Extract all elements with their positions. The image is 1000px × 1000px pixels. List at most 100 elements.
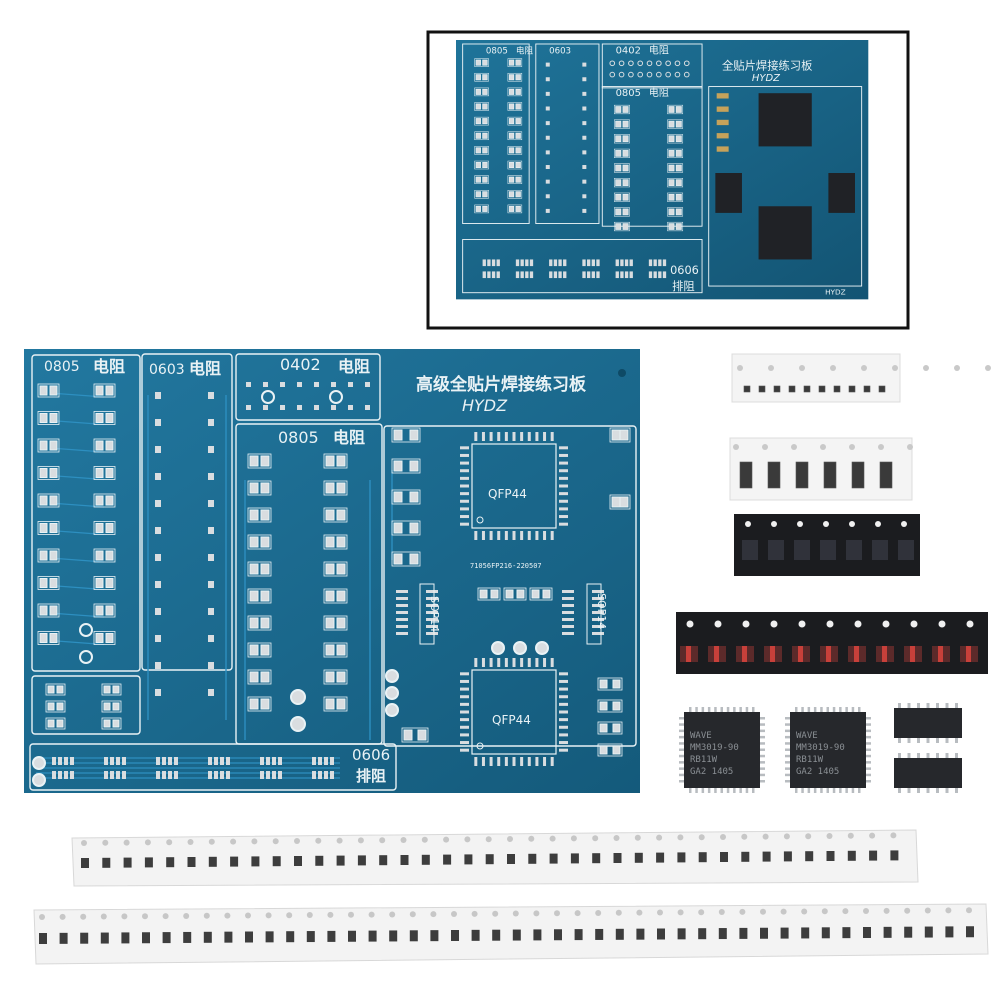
footprint-outline [667,148,684,158]
sop14-chip [894,758,962,788]
sprocket-hole [762,833,769,840]
solder-pad [460,453,469,457]
diode-band [938,646,943,662]
footprint-outline [609,494,631,510]
solder-pad [155,500,161,507]
smd-resistor [528,853,537,864]
solder-pad [675,179,682,186]
solder-pad [460,679,469,683]
solder-pad [105,550,114,561]
smd-resistor [595,928,604,940]
footprint-outline [614,192,630,202]
solder-pad [49,468,58,478]
footprint-outline [474,87,489,97]
footprint-outline [507,146,523,155]
chip-pin [760,717,765,720]
solder-pad [592,632,604,635]
sprocket-hole [507,836,513,842]
footprint-outline [37,576,60,590]
solder-pad [582,121,587,126]
smd-diode [716,146,729,152]
solder-pad [599,679,608,689]
solder-pad [426,611,438,614]
smd-resistor [512,929,521,941]
sop-right-label: SOP14 [595,593,608,629]
solder-pad [460,710,469,714]
through-hole [513,641,527,655]
solder-pad [515,162,521,169]
chip-pin [733,707,736,712]
solder-pad [246,405,251,410]
smd-resistor [554,929,562,941]
solder-pad [563,271,567,279]
footprint-outline [45,700,66,713]
solder-pad [105,605,114,616]
sop-chip [715,173,742,213]
via [637,71,644,78]
solder-pad [409,553,419,565]
solder-pad [482,118,488,125]
solder-pad [56,719,64,728]
solder-pad [559,679,568,683]
solder-pad [475,59,481,66]
sprocket-hole [966,907,972,914]
solder-pad [105,578,114,588]
sprocket-hole [615,909,622,916]
footprint-outline [614,207,630,217]
solder-pad [504,658,508,667]
sop-outline [419,583,435,645]
chip-pin [785,723,790,726]
smd-resistor [801,927,810,939]
qfp44-chip [790,712,866,788]
solder-pad [482,147,488,154]
solder-pad [535,658,539,667]
solder-pad [168,771,172,779]
footprint-outline [247,507,272,523]
chip-pin [955,753,958,758]
solder-pad [249,482,259,494]
sprocket-hole [144,839,151,846]
solder-pad [460,446,469,450]
solder-pad [599,723,608,733]
solder-pad [543,757,547,766]
sot23-transistor [768,540,784,560]
footprint-outline [474,72,489,82]
via [79,650,93,664]
chip-pin [945,788,949,793]
solder-pad [481,432,485,441]
sprocket-hole [251,838,258,845]
solder-pad [312,771,316,779]
chip-pin [917,703,920,708]
solder-pad [426,625,438,628]
sprocket-hole [102,839,109,846]
solder-pad [112,685,120,694]
footprint-outline [93,411,116,425]
smd-component [818,385,826,393]
chip-pin [917,753,920,758]
solder-pad [515,259,520,267]
solder-pad [325,455,335,467]
solder-pad [497,432,501,441]
smd-resistor [294,856,302,866]
solder-pad [482,205,488,212]
smd-resistor [574,929,583,941]
solder-pad [396,590,408,593]
chip-pin [679,780,684,783]
solder-pad [653,271,657,279]
label-0603: 0603 [149,362,185,378]
solder-pad [426,597,438,600]
solder-pad [559,522,568,526]
footprint-outline [323,561,348,577]
sop14-chip [894,708,962,738]
solder-pad [482,103,488,110]
solder-pad [460,476,469,480]
solder-pad [622,150,629,157]
footprint-outline [597,743,623,757]
footprint-outline [667,221,684,232]
chip-pin [760,723,765,726]
solder-pad [487,271,491,279]
solder-pad [482,191,488,198]
solder-pad [615,164,622,172]
solder-pad [331,382,336,387]
solder-pad [553,271,558,279]
